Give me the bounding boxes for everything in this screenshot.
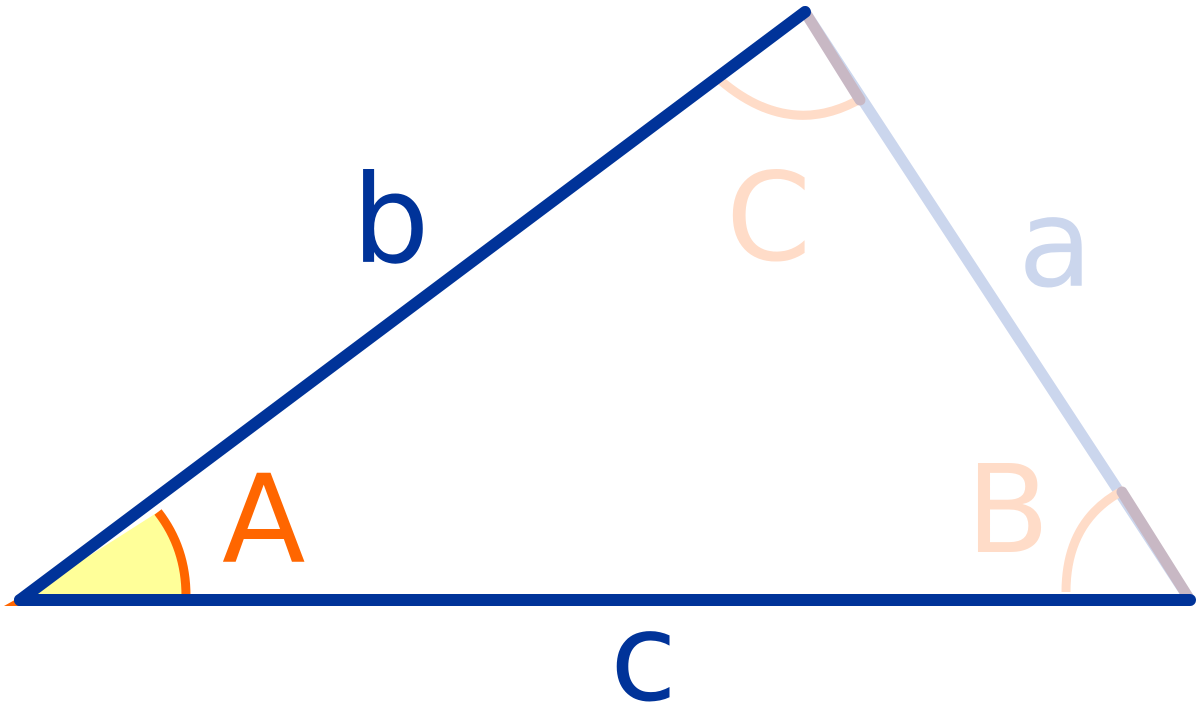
side-b-label: b — [352, 149, 429, 291]
side-a-overlap-top — [799, 6, 866, 106]
side-c-label: c — [610, 587, 677, 718]
side-a-overlap-bottom — [1116, 486, 1196, 606]
angle-c-label: C — [726, 147, 811, 289]
angle-b-arc — [1061, 486, 1127, 593]
angle-c-arc — [717, 76, 865, 120]
angle-a-label: A — [222, 449, 305, 591]
side-b — [14, 6, 811, 606]
side-a-label: a — [1018, 173, 1093, 315]
angle-a-wedge — [20, 512, 186, 600]
angle-b-label: B — [966, 439, 1050, 581]
angle-a-arc — [154, 509, 191, 597]
